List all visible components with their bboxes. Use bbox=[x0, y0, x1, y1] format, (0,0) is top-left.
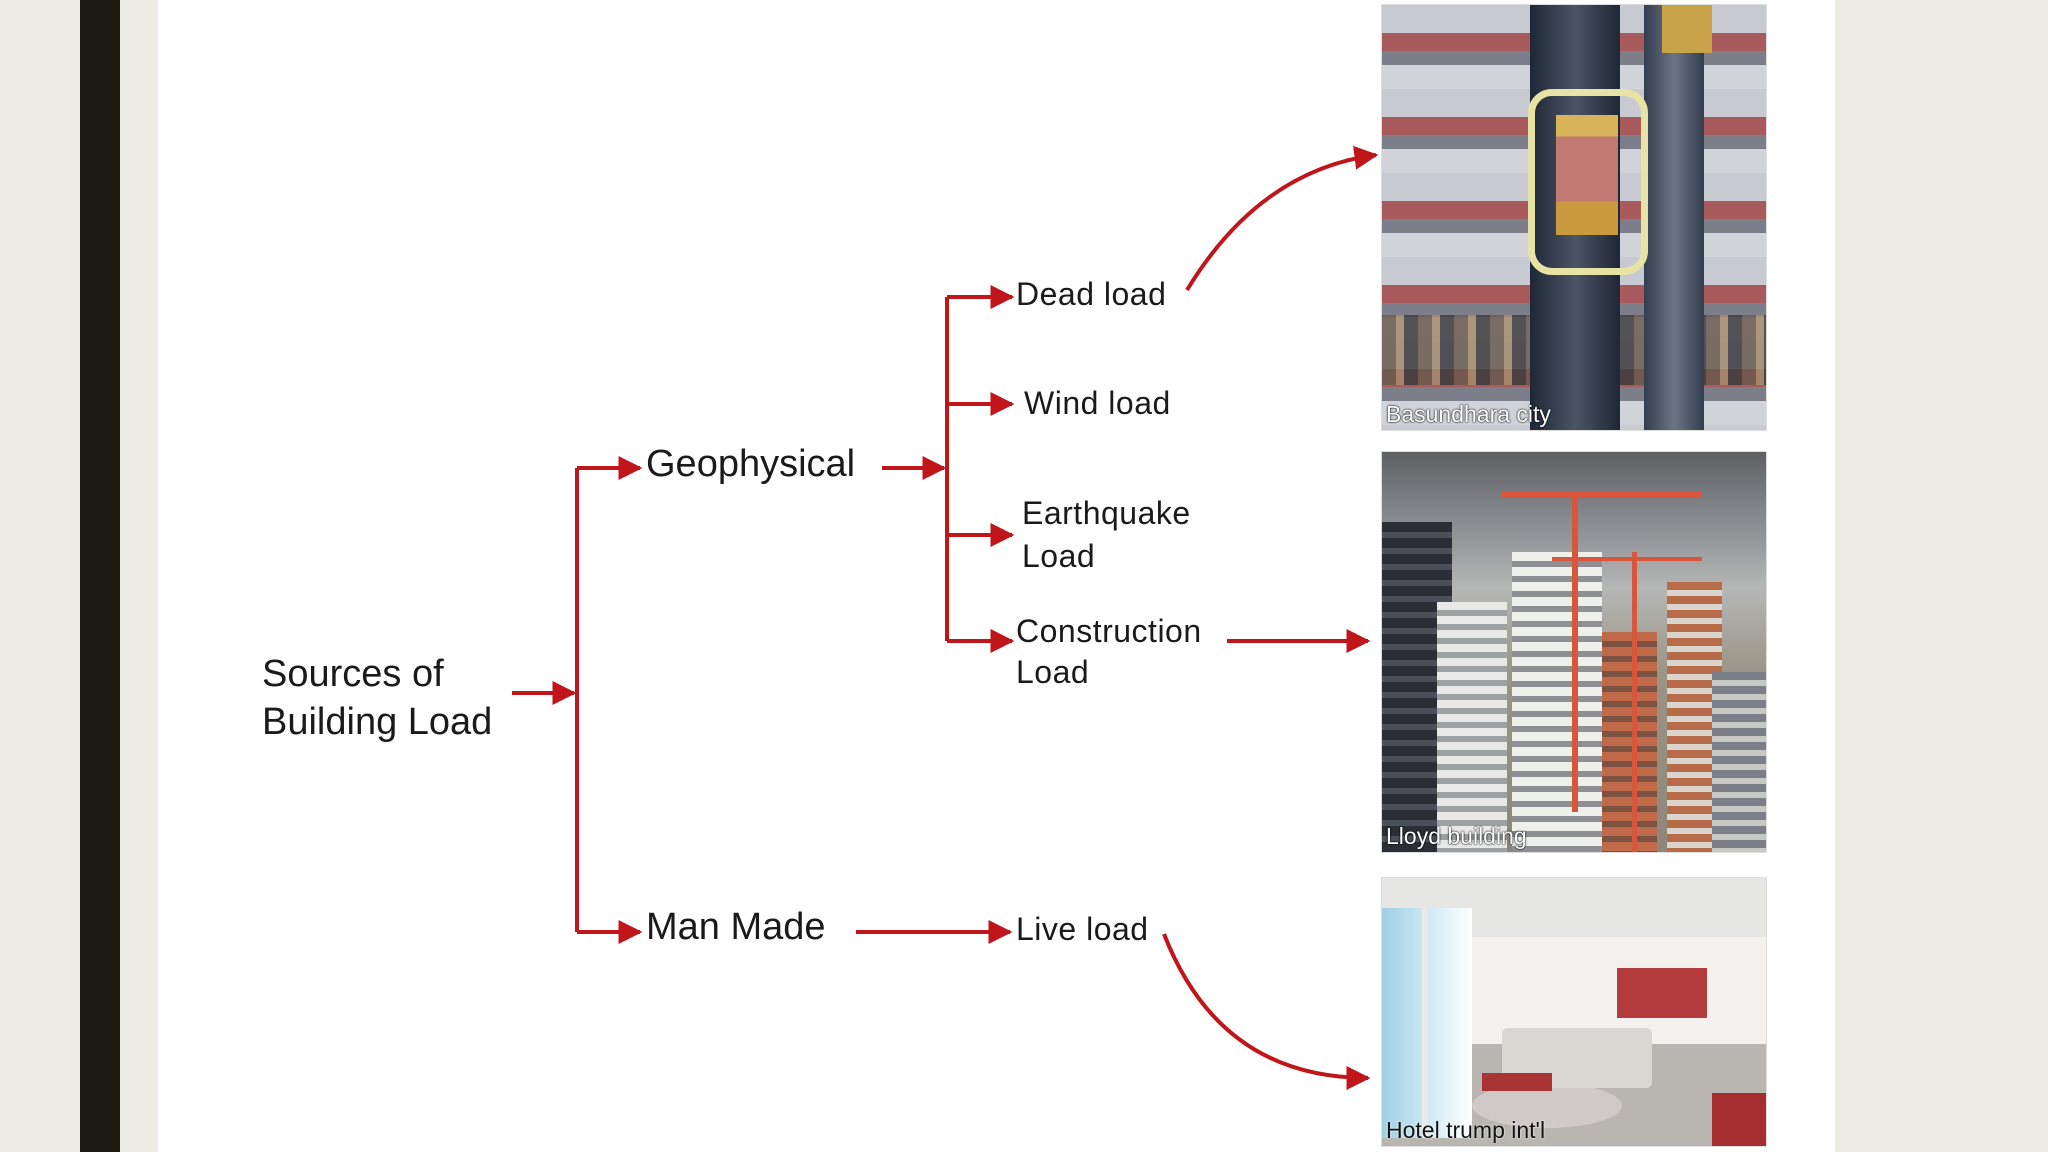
photo-caption: Lloyd building bbox=[1386, 823, 1527, 849]
earthquake-line-1: Earthquake bbox=[1022, 495, 1191, 531]
arrow-dead-photo bbox=[1185, 145, 1379, 292]
construction-line-1: Construction bbox=[1016, 613, 1202, 649]
leaf-construction-load: Construction Load bbox=[1016, 611, 1202, 693]
leaf-wind-load: Wind load bbox=[1024, 385, 1171, 421]
earthquake-line-2: Load bbox=[1022, 538, 1096, 574]
leaf-live-load: Live load bbox=[1016, 911, 1149, 947]
photo-basundhara-city: Basundhara city bbox=[1382, 5, 1766, 430]
photo-caption: Hotel trump int'l bbox=[1386, 1117, 1546, 1143]
construction-line-2: Load bbox=[1016, 654, 1090, 690]
node-man-made: Man Made bbox=[646, 906, 826, 948]
leaf-dead-load: Dead load bbox=[1016, 276, 1167, 312]
root-line-2: Building Load bbox=[262, 701, 493, 743]
leaf-earthquake-load: Earthquake Load bbox=[1022, 492, 1191, 578]
root-node: Sources of Building Load bbox=[262, 650, 492, 746]
node-geophysical: Geophysical bbox=[646, 443, 856, 485]
sidebar-bar bbox=[80, 0, 120, 1152]
arrow-live-photo bbox=[1162, 933, 1371, 1090]
photo-hotel-trump: Hotel trump int'l bbox=[1382, 878, 1766, 1146]
root-line-1: Sources of bbox=[262, 653, 444, 695]
photo-caption: Basundhara city bbox=[1386, 401, 1551, 427]
photo-lloyd-building: Lloyd building bbox=[1382, 452, 1766, 852]
